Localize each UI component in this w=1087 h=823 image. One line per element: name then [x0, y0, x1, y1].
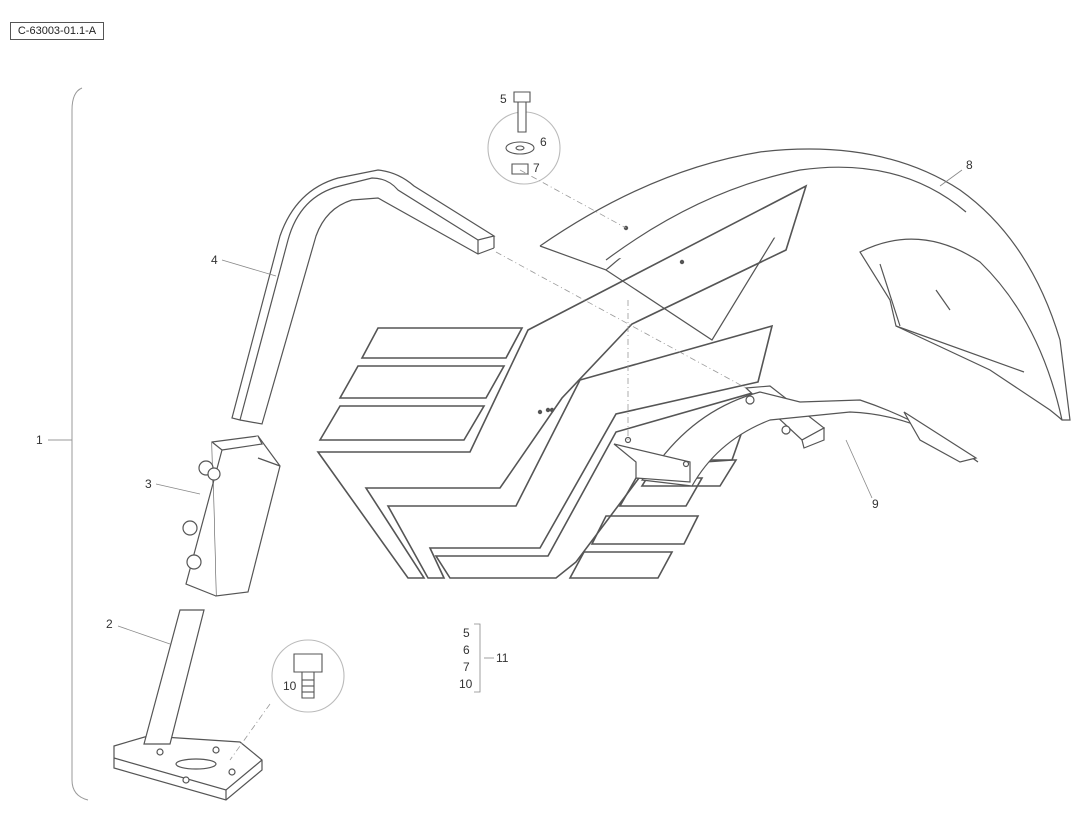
part-number-labels: 1 2 3 4 5 6 7 8 9 10 11	[36, 92, 973, 693]
callout-4: 4	[211, 253, 218, 267]
callout-9: 9	[872, 497, 879, 511]
part-3-clamp-block	[182, 435, 281, 597]
part-5-6-7-fastener-detail	[487, 91, 561, 185]
part-2-mounting-post	[113, 609, 263, 801]
part-4-bent-tube	[231, 169, 496, 425]
kit-item-7: 7	[463, 660, 470, 674]
callout-1: 1	[36, 433, 43, 447]
callout-6: 6	[540, 135, 547, 149]
callout-10: 10	[283, 679, 297, 693]
kit-item-6: 6	[463, 643, 470, 657]
kit-item-5: 5	[463, 626, 470, 640]
callout-8: 8	[966, 158, 973, 172]
callout-11: 11	[496, 651, 509, 665]
kit-11-contents-list: 5 6 7 10	[459, 626, 473, 691]
callout-3: 3	[145, 477, 152, 491]
alignment-lines	[229, 169, 747, 761]
part-9-support-arm	[613, 385, 979, 487]
assembly-bracket	[48, 87, 89, 801]
kit-item-10: 10	[459, 677, 473, 691]
part-8-fender	[539, 148, 1071, 421]
callout-5: 5	[500, 92, 507, 106]
callout-2: 2	[106, 617, 113, 631]
document-id-label: C-63003-01.1-A	[10, 22, 104, 40]
part-10-bolt-detail	[271, 639, 345, 713]
callout-7: 7	[533, 161, 540, 175]
leader-lines	[117, 169, 963, 693]
